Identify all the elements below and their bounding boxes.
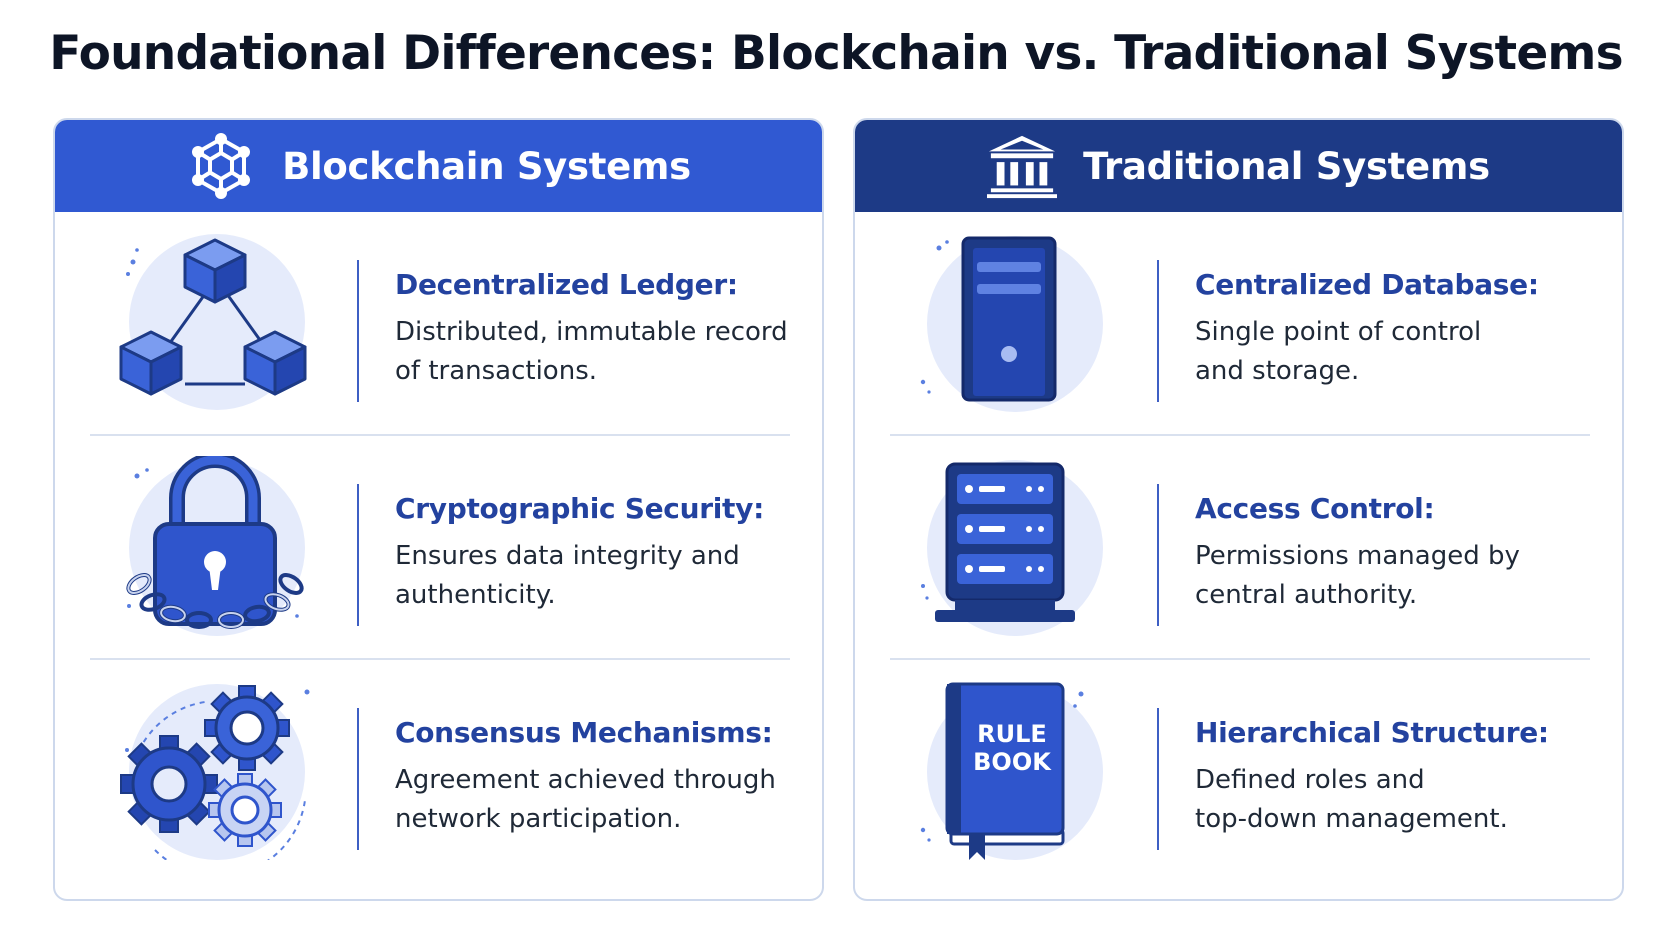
item-description: Agreement achieved through network parti… (395, 765, 776, 834)
linked-cubes-icon (115, 232, 315, 412)
blockchain-item-cryptographic-security: Cryptographic Security: Ensures data int… (55, 436, 822, 660)
traditional-panel: Traditional Systems Centralized Database… (853, 118, 1624, 901)
traditional-item-access-control: Access Control: Permissions managed by c… (855, 436, 1622, 660)
item-description: Distributed, immutable record of transac… (395, 317, 788, 386)
item-label: Hierarchical Structure: (1195, 716, 1549, 749)
item-description: Defined roles and top-down management. (1195, 765, 1508, 834)
item-description: Permissions managed by central authority… (1195, 541, 1520, 610)
blockchain-panel: Blockchain Systems (53, 118, 824, 901)
blockchain-panel-header: Blockchain Systems (55, 120, 822, 212)
traditional-item-centralized-database: Centralized Database: Single point of co… (855, 212, 1622, 436)
traditional-item-hierarchical-structure: RULE BOOK Hierarchical Structure: Define… (855, 660, 1622, 884)
bank-building-icon (987, 131, 1058, 201)
blockchain-item-decentralized-ledger: Decentralized Ledger: Distributed, immut… (55, 212, 822, 436)
item-label: Centralized Database: (1195, 268, 1539, 301)
padlock-chain-icon (115, 452, 315, 636)
item-description: Single point of control and storage. (1195, 317, 1482, 386)
gears-icon (115, 680, 315, 878)
traditional-panel-header: Traditional Systems (855, 120, 1622, 212)
item-label: Access Control: (1195, 492, 1435, 525)
item-label: Cryptographic Security: (395, 492, 764, 525)
traditional-title: Traditional Systems (1083, 144, 1490, 188)
item-label: Decentralized Ledger: (395, 268, 738, 301)
network-hexagon-icon (186, 131, 256, 201)
svg-text:BOOK: BOOK (973, 748, 1052, 776)
item-description: Ensures data integrity and authenticity. (395, 541, 740, 610)
rule-book-icon: RULE BOOK (915, 680, 1115, 860)
svg-text:RULE: RULE (977, 720, 1047, 748)
page-title: Foundational Differences: Blockchain vs.… (49, 26, 1623, 81)
blockchain-title: Blockchain Systems (282, 144, 691, 188)
server-rack-icon (915, 456, 1115, 636)
server-tower-icon (915, 232, 1115, 412)
item-label: Consensus Mechanisms: (395, 716, 773, 749)
blockchain-item-consensus-mechanisms: Consensus Mechanisms: Agreement achieved… (55, 660, 822, 884)
